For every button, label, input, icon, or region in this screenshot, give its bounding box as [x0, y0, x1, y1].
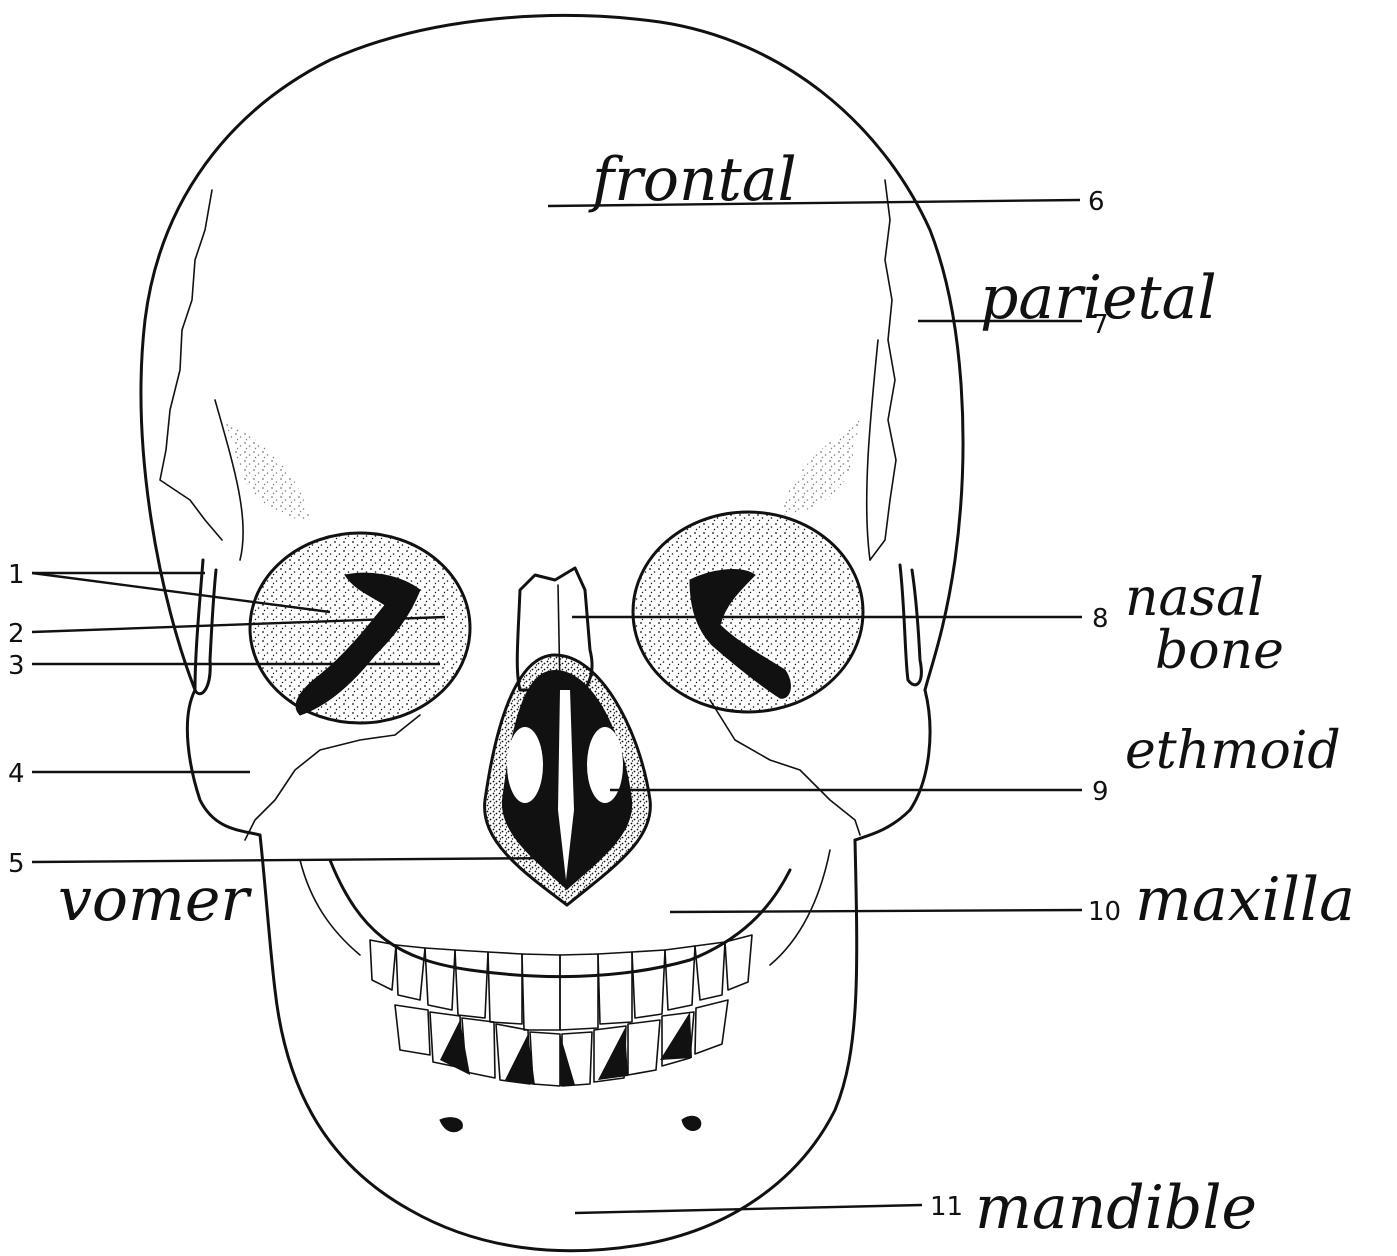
- label-3-number: 3: [8, 651, 25, 681]
- mental-foramen-left: [440, 1118, 462, 1132]
- left-concha: [507, 727, 543, 803]
- label-9-number: 9: [1092, 777, 1109, 807]
- label-6-number: 6: [1088, 187, 1105, 217]
- temporal-right: [867, 340, 878, 560]
- handwritten-vomer: vomer: [58, 865, 252, 935]
- mental-foramen-right: [682, 1116, 701, 1130]
- shade-right-temple: [780, 420, 860, 515]
- suture-left: [160, 190, 222, 540]
- upper-teeth: [370, 935, 752, 1030]
- label-10-number: 10: [1088, 897, 1121, 927]
- maxilla-suture-right: [710, 700, 860, 835]
- label-11-number: 11: [930, 1192, 963, 1222]
- label-8-number: 8: [1092, 604, 1109, 634]
- handwritten-bone: bone: [1155, 621, 1284, 681]
- label-2-number: 2: [8, 619, 25, 649]
- mandible-inner-left: [300, 860, 360, 955]
- suture-right: [870, 180, 896, 560]
- label-4-number: 4: [8, 759, 25, 789]
- handwritten-maxilla: maxilla: [1135, 865, 1355, 935]
- right-concha: [587, 727, 623, 803]
- left-zygomatic: [187, 690, 260, 835]
- left-orbit: [250, 533, 470, 723]
- label-1-number: 1: [8, 560, 25, 590]
- handwritten-nasal: nasal: [1125, 568, 1264, 628]
- maxilla-suture-left: [245, 715, 420, 840]
- shade-left-temple: [225, 420, 310, 520]
- label-5-number: 5: [8, 849, 25, 879]
- handwritten-parietal: parietal: [980, 263, 1217, 333]
- mandible-inner-right: [770, 850, 830, 965]
- right-orbit: [633, 512, 863, 712]
- handwritten-frontal: frontal: [588, 145, 797, 215]
- right-temporal-process: [900, 565, 921, 685]
- handwritten-mandible: mandible: [975, 1173, 1257, 1243]
- lower-teeth: [395, 1000, 728, 1086]
- right-zygomatic: [855, 690, 930, 840]
- handwritten-ethmoid: ethmoid: [1125, 721, 1341, 781]
